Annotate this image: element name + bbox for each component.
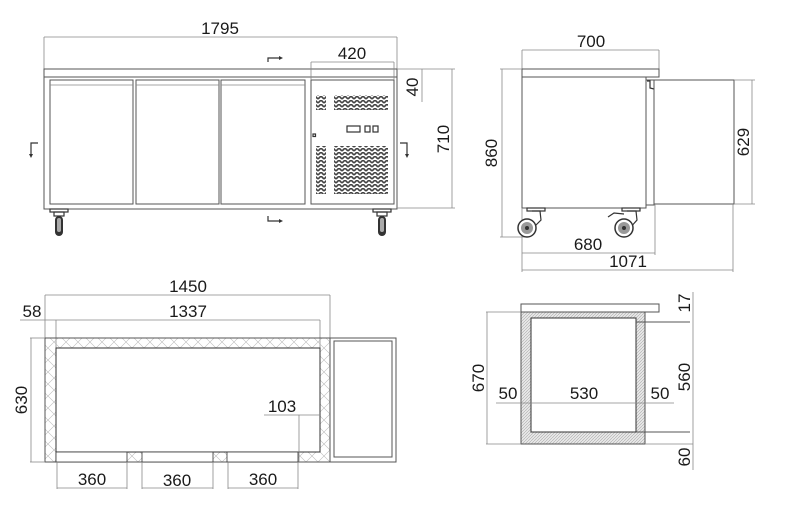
dim-wall-offset: 58	[23, 302, 42, 321]
dim-depth-door-open: 1071	[609, 252, 647, 271]
control-button	[364, 125, 371, 133]
vent-grille	[334, 146, 388, 194]
control-display	[346, 125, 361, 133]
dim-door-height: 629	[734, 128, 753, 156]
dim-inner-width: 1337	[169, 302, 207, 321]
dim-outer-height: 670	[469, 364, 488, 392]
section-arrow-icon	[267, 57, 280, 62]
section-view: 670 50 530 50 17 560 60	[469, 292, 694, 470]
dim-bottom: 60	[675, 448, 694, 467]
dim-top-depth: 700	[577, 32, 605, 51]
caster-wheel-icon	[607, 207, 641, 238]
compressor-panel	[310, 79, 395, 205]
section-body	[520, 311, 646, 445]
plan-view: 1450 1337 58 630 103 360	[12, 277, 397, 490]
vent-grille	[334, 95, 388, 110]
dim-plan-depth: 630	[12, 386, 31, 414]
dim-compressor-width: 420	[338, 44, 366, 63]
plan-compressor-compartment	[329, 337, 397, 463]
dim-body-depth: 680	[574, 235, 602, 254]
caster-wheel-icon	[372, 208, 392, 236]
dim-overall-width: 1795	[201, 19, 239, 38]
lock-icon	[312, 133, 317, 138]
dim-door-offset: 103	[268, 397, 296, 416]
side-top-slab	[521, 68, 660, 78]
section-arrow-icon	[30, 142, 38, 155]
caster-wheel-icon	[517, 207, 546, 238]
control-button	[372, 125, 379, 133]
dim-door-opening-2: 360	[163, 471, 191, 490]
dim-wall-left: 50	[499, 384, 518, 403]
dim-wall-right: 50	[651, 384, 670, 403]
side-door-edge	[645, 79, 655, 206]
dim-outer-width: 1450	[169, 277, 207, 296]
dim-door-opening-1: 360	[78, 470, 106, 489]
front-view: 1795 420 40 7	[29, 19, 455, 236]
section-arrow-icon	[267, 216, 280, 222]
side-body	[521, 76, 647, 209]
dim-inner-height: 560	[675, 363, 694, 391]
dim-front-height: 710	[434, 125, 453, 153]
dim-top-thickness: 40	[403, 78, 422, 97]
dim-total-height: 860	[482, 139, 501, 167]
vent-grille	[316, 146, 326, 194]
side-view: 700 860 629 680 1071	[482, 32, 755, 272]
section-arrow-icon	[400, 142, 408, 155]
front-doors	[49, 79, 306, 205]
dim-top-thickness: 17	[675, 294, 694, 313]
caster-wheel-icon	[49, 208, 69, 236]
dim-inner-width: 530	[570, 384, 598, 403]
dim-door-opening-3: 360	[249, 470, 277, 489]
vent-grille	[316, 95, 326, 110]
section-top-slab	[520, 303, 660, 313]
open-door	[653, 79, 735, 205]
